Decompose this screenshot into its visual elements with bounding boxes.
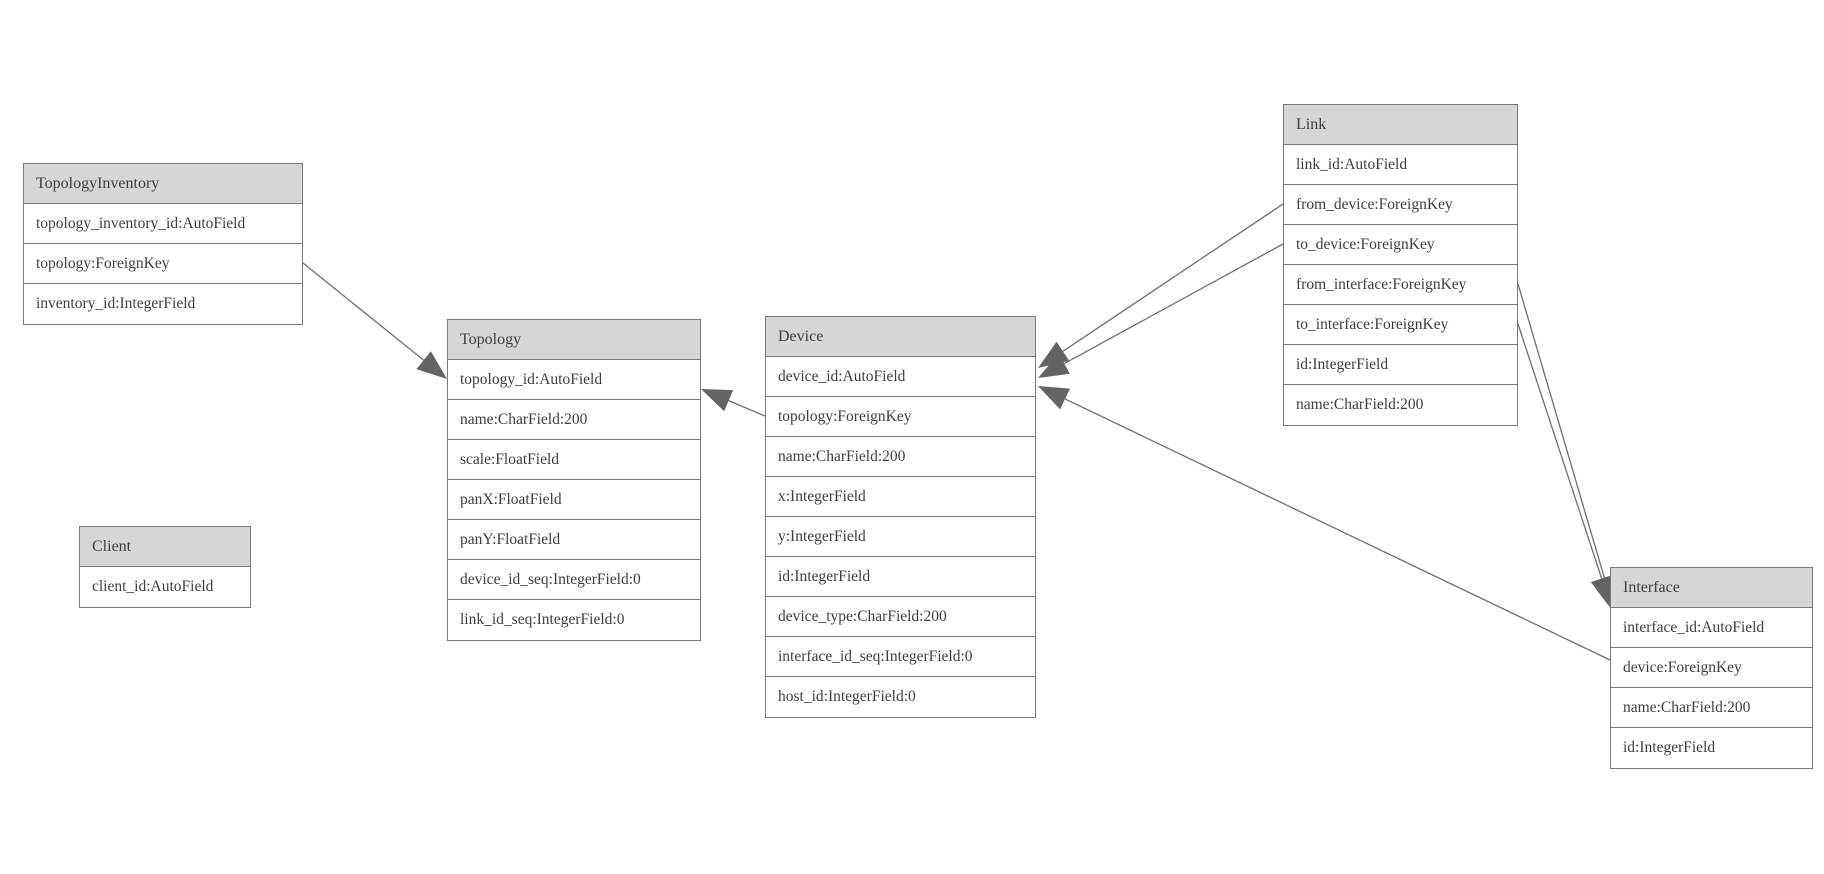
arrowhead-icon-link-to-interface-fk	[1590, 574, 1613, 607]
field-row-topology-device_id_seq: device_id_seq:IntegerField:0	[448, 560, 700, 600]
field-row-interface-interface_id: interface_id:AutoField	[1611, 608, 1812, 648]
relationship-line-link-to-device-fk	[1064, 243, 1284, 365]
arrowhead-icon-link-to-device-fk	[1038, 353, 1070, 378]
field-row-device-device_id: device_id:AutoField	[766, 357, 1035, 397]
field-row-device-y: y:IntegerField	[766, 517, 1035, 557]
entity-title-client: Client	[80, 527, 250, 567]
entity-title-topologyinventory: TopologyInventory	[24, 164, 302, 204]
field-row-topology-panY: panY:FloatField	[448, 520, 700, 560]
field-row-interface-device: device:ForeignKey	[1611, 648, 1812, 688]
arrowhead-icon-device-topology-fk	[701, 389, 734, 412]
field-row-topology-scale: scale:FloatField	[448, 440, 700, 480]
field-row-device-host_id: host_id:IntegerField:0	[766, 677, 1035, 717]
field-row-client-client_id: client_id:AutoField	[80, 567, 250, 607]
field-row-link-to_device: to_device:ForeignKey	[1284, 225, 1517, 265]
relationship-line-link-from-interface-fk	[1517, 283, 1608, 586]
field-row-link-name: name:CharField:200	[1284, 385, 1517, 425]
field-row-device-topology: topology:ForeignKey	[766, 397, 1035, 437]
field-row-topology-link_id_seq: link_id_seq:IntegerField:0	[448, 600, 700, 640]
field-row-device-x: x:IntegerField	[766, 477, 1035, 517]
field-row-topology-name: name:CharField:200	[448, 400, 700, 440]
field-row-topologyinventory-topology_inventory_id: topology_inventory_id:AutoField	[24, 204, 302, 244]
field-row-link-to_interface: to_interface:ForeignKey	[1284, 305, 1517, 345]
entity-title-topology: Topology	[448, 320, 700, 360]
entity-title-link: Link	[1284, 105, 1517, 145]
field-row-interface-id: id:IntegerField	[1611, 728, 1812, 768]
entity-title-interface: Interface	[1611, 568, 1812, 608]
relationship-line-topologyinventory-topology-fk	[302, 262, 425, 361]
entity-title-device: Device	[766, 317, 1035, 357]
field-row-link-from_device: from_device:ForeignKey	[1284, 185, 1517, 225]
field-row-device-interface_id_seq: interface_id_seq:IntegerField:0	[766, 637, 1035, 677]
arrowhead-icon-interface-device-fk	[1038, 386, 1071, 410]
field-row-interface-name: name:CharField:200	[1611, 688, 1812, 728]
field-row-link-link_id: link_id:AutoField	[1284, 145, 1517, 185]
relationship-line-link-to-interface-fk	[1517, 323, 1603, 579]
relationship-line-interface-device-fk	[1064, 398, 1611, 661]
relationship-line-link-from-device-fk	[1062, 203, 1284, 352]
field-row-device-id: id:IntegerField	[766, 557, 1035, 597]
field-row-topology-topology_id: topology_id:AutoField	[448, 360, 700, 400]
field-row-device-name: name:CharField:200	[766, 437, 1035, 477]
field-row-topologyinventory-topology: topology:ForeignKey	[24, 244, 302, 284]
field-row-device-device_type: device_type:CharField:200	[766, 597, 1035, 637]
relationship-line-device-topology-fk	[728, 400, 766, 417]
arrowhead-icon-topologyinventory-topology-fk	[416, 351, 447, 379]
field-row-link-from_interface: from_interface:ForeignKey	[1284, 265, 1517, 305]
field-row-link-id: id:IntegerField	[1284, 345, 1517, 385]
field-row-topology-panX: panX:FloatField	[448, 480, 700, 520]
field-row-topologyinventory-inventory_id: inventory_id:IntegerField	[24, 284, 302, 324]
